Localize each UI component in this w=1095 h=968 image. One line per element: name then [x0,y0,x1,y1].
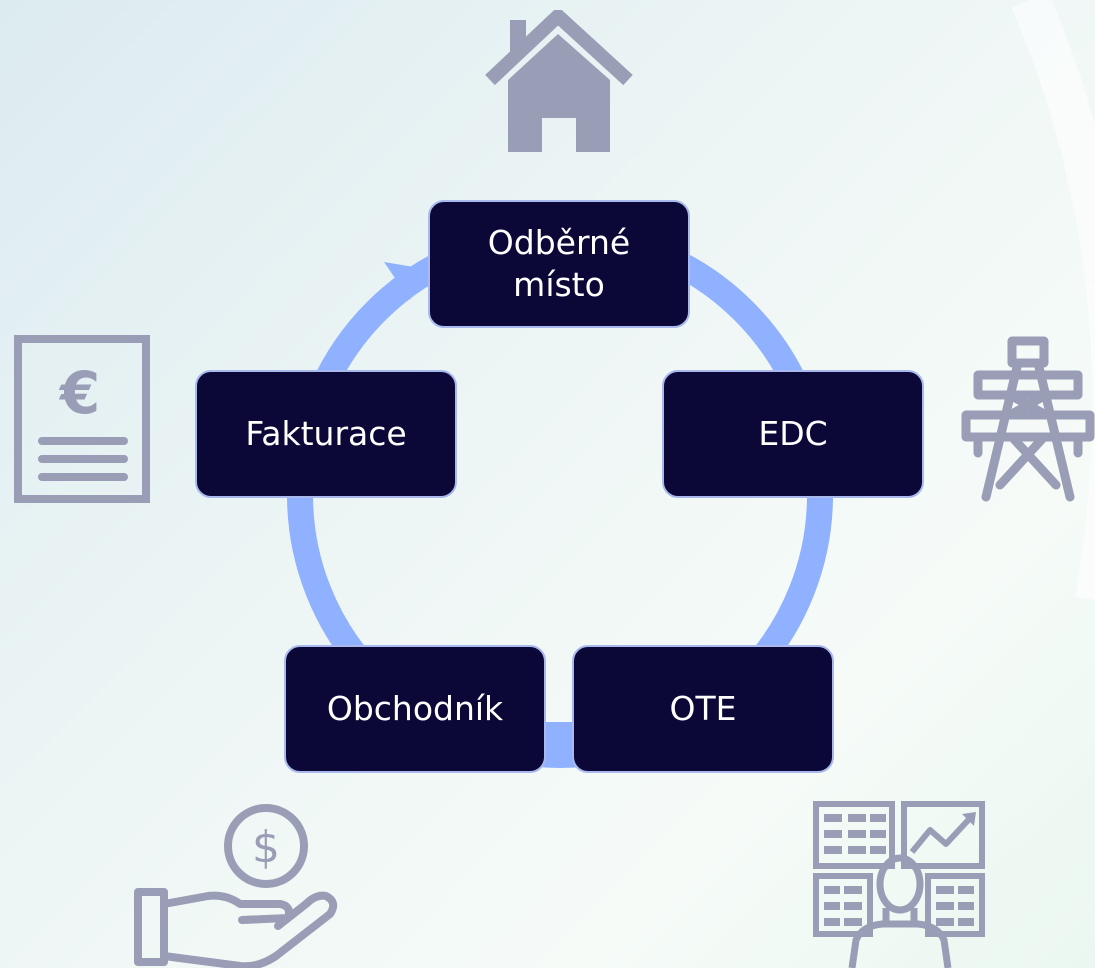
node-fakturace: Fakturace [195,370,457,498]
node-odberne-misto-label: Odběrné místo [487,223,631,304]
hand-money-icon: $ [134,804,338,968]
node-ote: OTE [572,645,834,773]
house-icon [485,10,633,152]
node-obchodnik-label: Obchodník [326,689,504,728]
euro-invoice-icon: € [14,335,150,503]
cycle-connector [546,722,572,752]
node-edc: EDC [662,370,924,498]
node-fakturace-label: Fakturace [245,414,407,453]
node-edc-label: EDC [758,414,828,453]
node-obchodnik: Obchodník [284,645,546,773]
cycle-arrowhead [384,262,420,300]
power-pylon-icon [961,336,1095,502]
node-ote-label: OTE [669,689,737,728]
svg-text:€: € [58,359,100,427]
node-odberne-misto: Odběrné místo [428,200,690,328]
svg-text:$: $ [252,822,280,873]
market-analyst-dashboard-icon [813,801,985,968]
